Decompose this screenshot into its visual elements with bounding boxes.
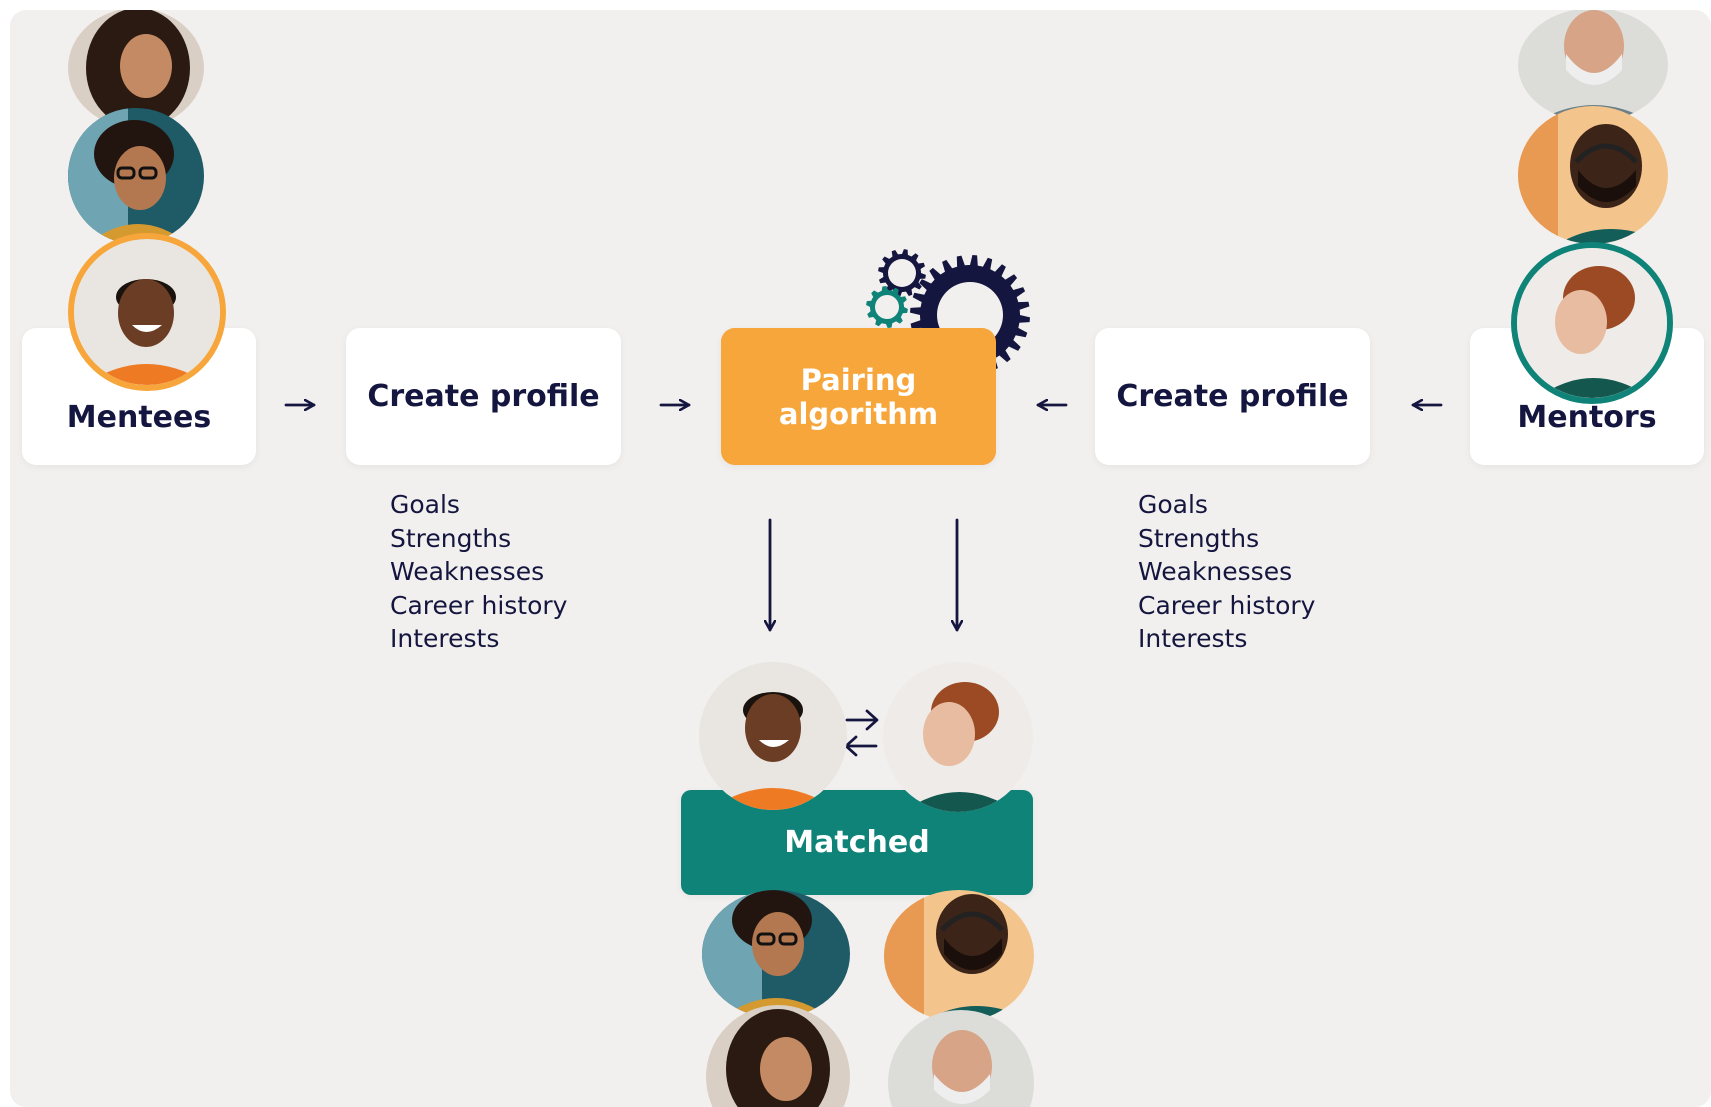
mentee-create-profile-label: Create profile — [367, 379, 600, 414]
queue-mentee-photo-glasses — [702, 890, 850, 1018]
mentor-photo-red-hair — [1511, 242, 1673, 404]
queue-mentee-photo-curly-hair — [706, 1005, 850, 1107]
mentor-create-profile-label: Create profile — [1116, 379, 1349, 414]
mentee-attribute-career-history: Career history — [390, 590, 568, 620]
matched-mentor-photo — [883, 662, 1033, 812]
pairing-algorithm-front-line2: algorithm — [778, 396, 939, 431]
matched-mentee-photo — [699, 662, 847, 810]
mentor-create-profile-card: Create profile — [1095, 328, 1370, 465]
mentee-photo-orange-shirt — [68, 233, 226, 391]
mentor-photo-headset — [1518, 106, 1668, 244]
mentor-attribute-strengths: Strengths — [1138, 523, 1260, 553]
mentee-photo-glasses — [68, 108, 204, 244]
matched-label: Matched — [784, 825, 930, 860]
pairing-algorithm-front-line1: Pairing — [800, 362, 917, 397]
mentee-attribute-goals: Goals — [390, 490, 460, 519]
mentee-attribute-interests: Interests — [390, 624, 500, 653]
mentoring-flow-diagram: Mentees Create profile Pairing algorithm… — [10, 10, 1711, 1107]
mentor-attribute-career-history: Career history — [1138, 590, 1316, 620]
mentee-create-profile-card: Create profile — [346, 328, 621, 465]
mentor-photo-grey-beard — [1518, 10, 1668, 122]
connector-arrows — [284, 249, 1443, 757]
mentor-attribute-list: Goals Strengths Weaknesses Career histor… — [1138, 488, 1315, 656]
swap-arrows-icon — [844, 709, 879, 757]
queue-mentor-photo-headset — [884, 890, 1034, 1022]
mentors-label: Mentors — [1517, 400, 1657, 435]
mentee-attribute-strengths: Strengths — [390, 523, 512, 553]
mentor-attribute-goals: Goals — [1138, 490, 1208, 519]
mentor-attribute-interests: Interests — [1138, 624, 1248, 653]
mentees-label: Mentees — [66, 400, 212, 435]
pairing-algorithm-card-front: Pairing algorithm — [721, 328, 996, 465]
mentee-attribute-weaknesses: Weaknesses — [390, 557, 545, 586]
mentee-attribute-list: Goals Strengths Weaknesses Career histor… — [390, 488, 567, 656]
mentor-attribute-weaknesses: Weaknesses — [1138, 557, 1293, 586]
